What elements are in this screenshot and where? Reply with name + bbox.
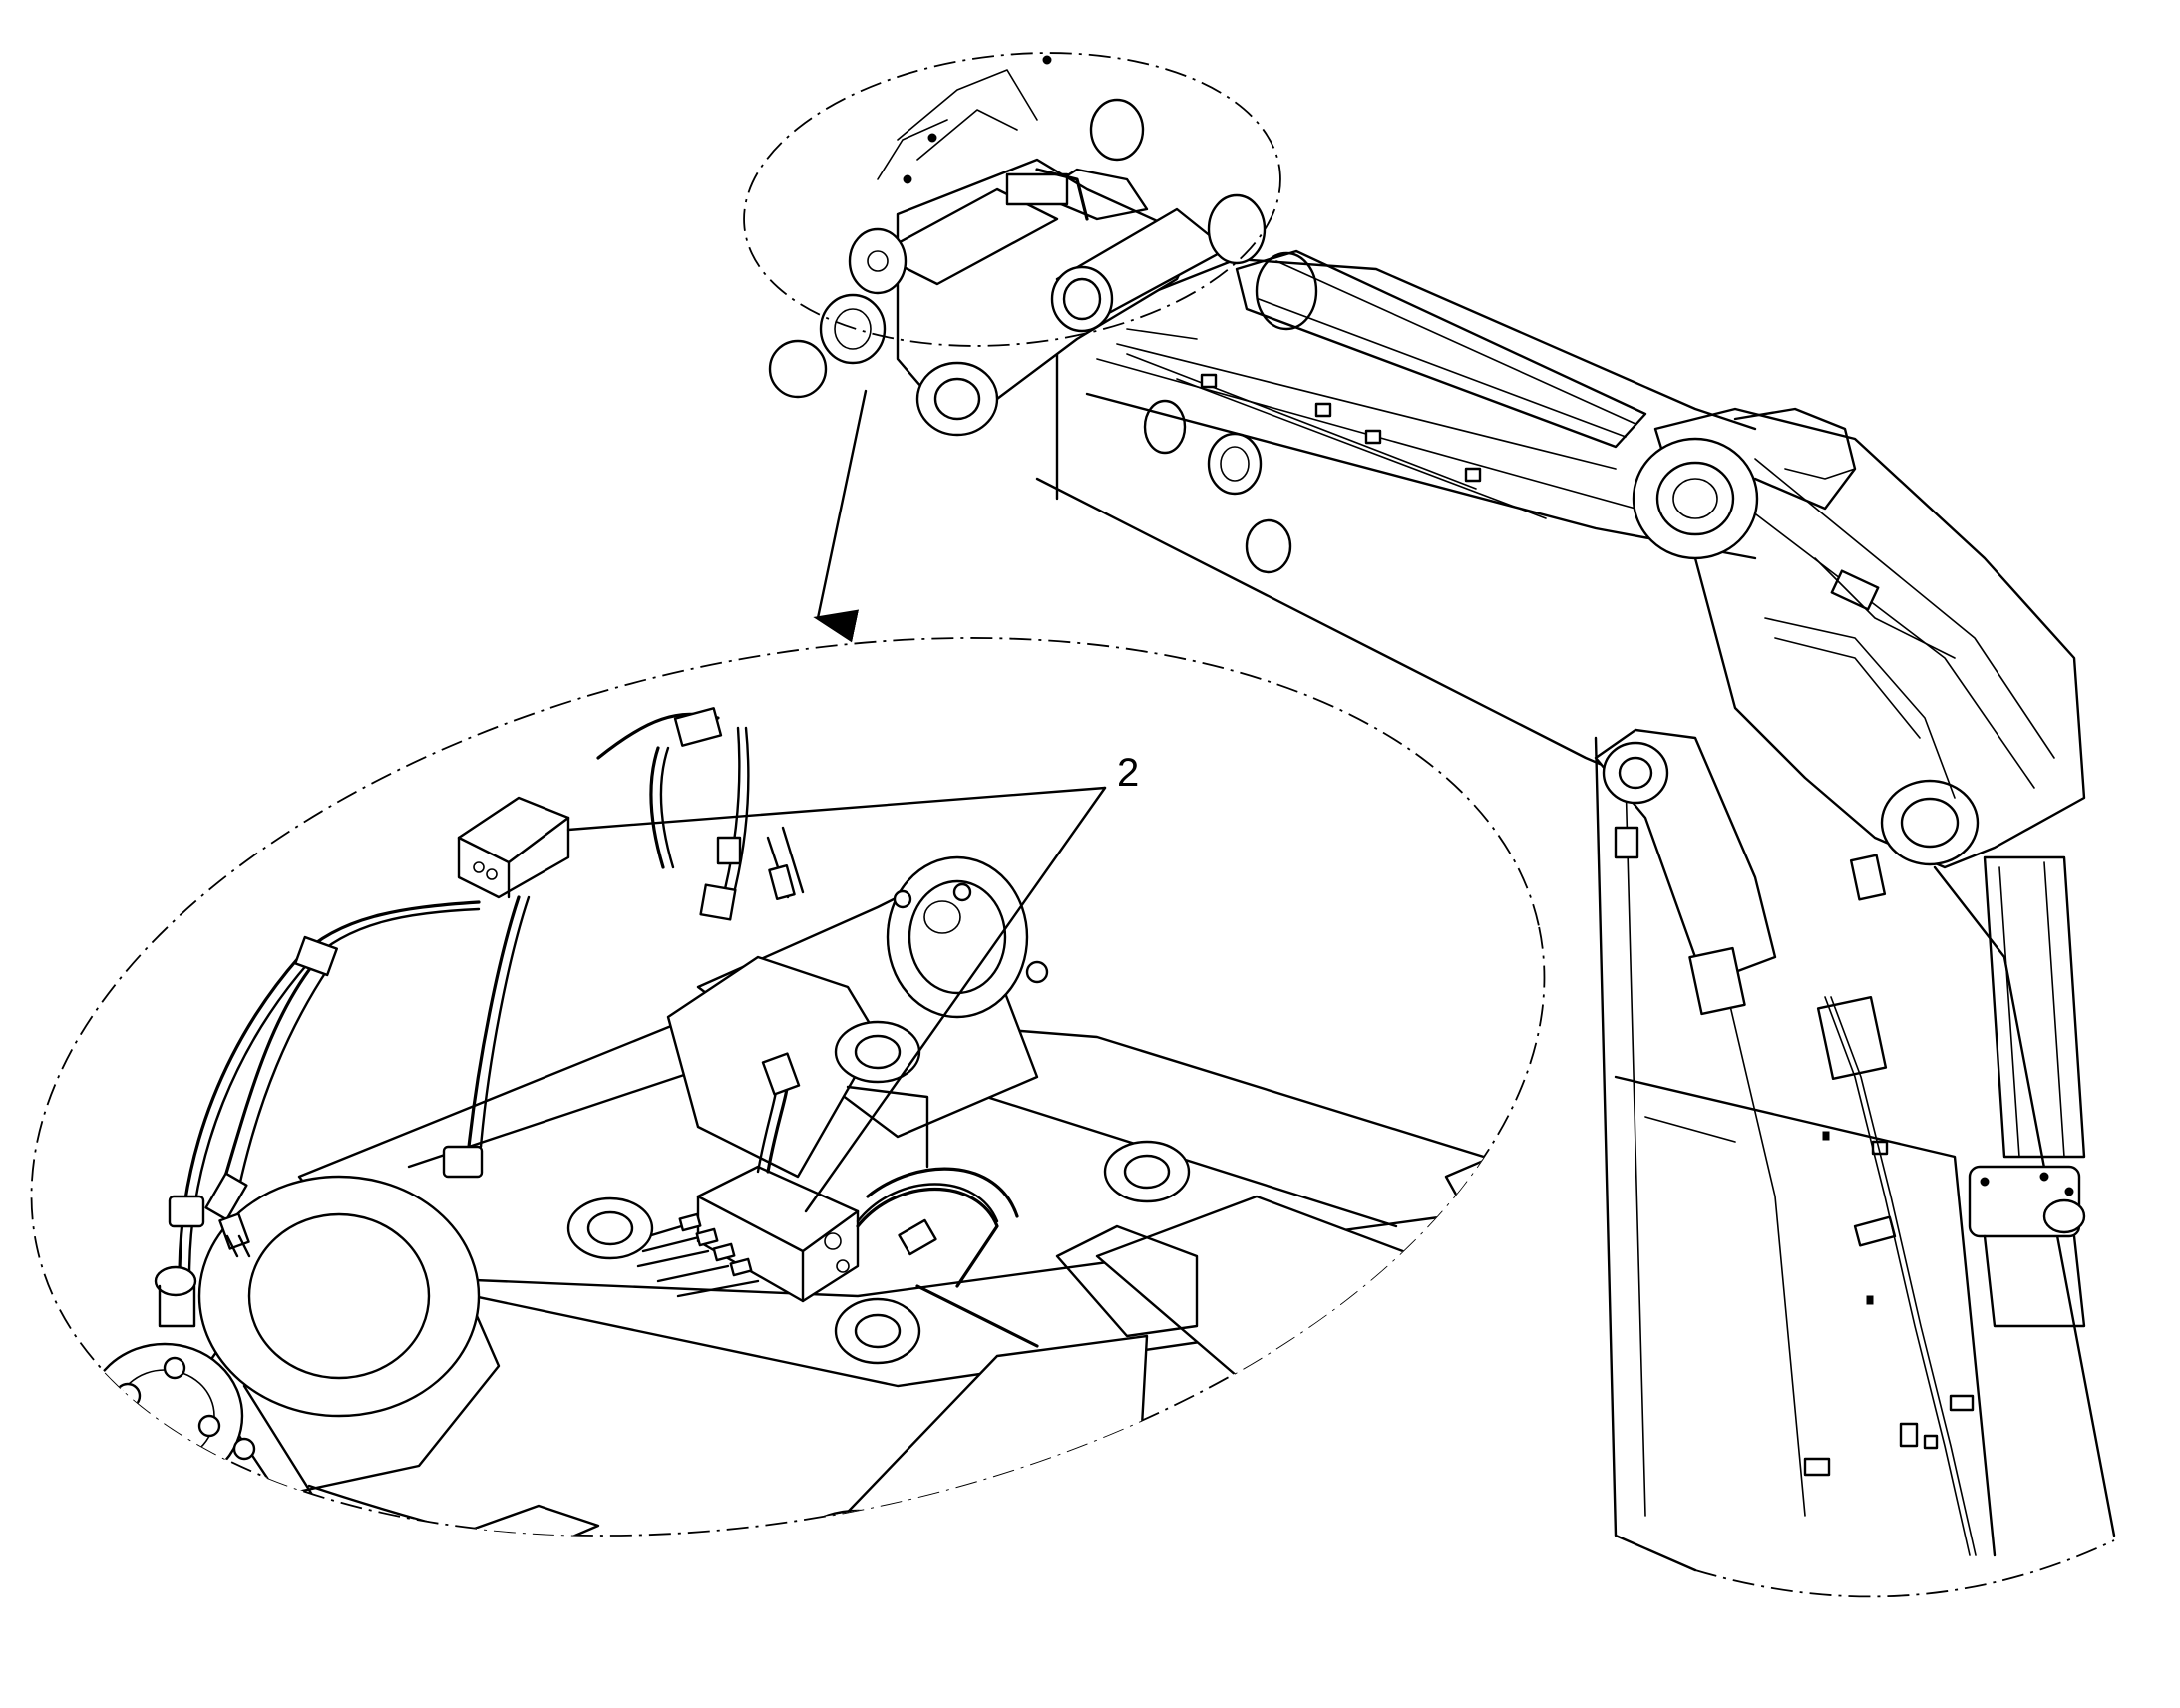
boom-hole-3: [1245, 518, 1292, 574]
stick-left: [1594, 736, 1697, 1572]
stick-right: [1933, 865, 2116, 1537]
bucket-cylinder: [1983, 855, 2086, 1159]
callout-2-leader-2: [804, 786, 1107, 1213]
wiring-harness: [178, 712, 750, 1278]
boom-cylinder: [1235, 249, 1647, 449]
callout-2-leader-1: [566, 786, 1107, 832]
boom-foot: [768, 55, 1267, 437]
enlarged-detail-view: [30, 637, 1558, 1657]
valve-fittings: [636, 1212, 760, 1298]
boom-lower-edge: [1035, 477, 1657, 790]
detail-source-ellipse: [743, 52, 1281, 347]
linkage-loop: [1733, 407, 1857, 511]
main-boom-assembly: [768, 55, 2116, 1572]
connector-housing: [457, 796, 570, 899]
detail-arrow: [813, 389, 868, 643]
arm-connector-block-1: [1688, 946, 1746, 1016]
stick-crop-boundary: [1694, 1539, 2115, 1598]
arm-connector-block-2: [1816, 995, 1888, 1081]
detail-ellipse: [30, 637, 1546, 1537]
arm-plate: [1653, 407, 2086, 869]
arm-pivot-lower: [1880, 779, 1980, 866]
callout-2-label: 2: [1117, 751, 1139, 795]
lower-roller: [756, 1334, 1149, 1657]
boom-hole-2: [1207, 432, 1263, 496]
boom-top-edge: [1045, 257, 1757, 431]
arm-pivot-large: [1632, 437, 1759, 560]
boom-hole-1: [1143, 399, 1187, 455]
boom-foot-cylinder-1: [876, 187, 1059, 286]
